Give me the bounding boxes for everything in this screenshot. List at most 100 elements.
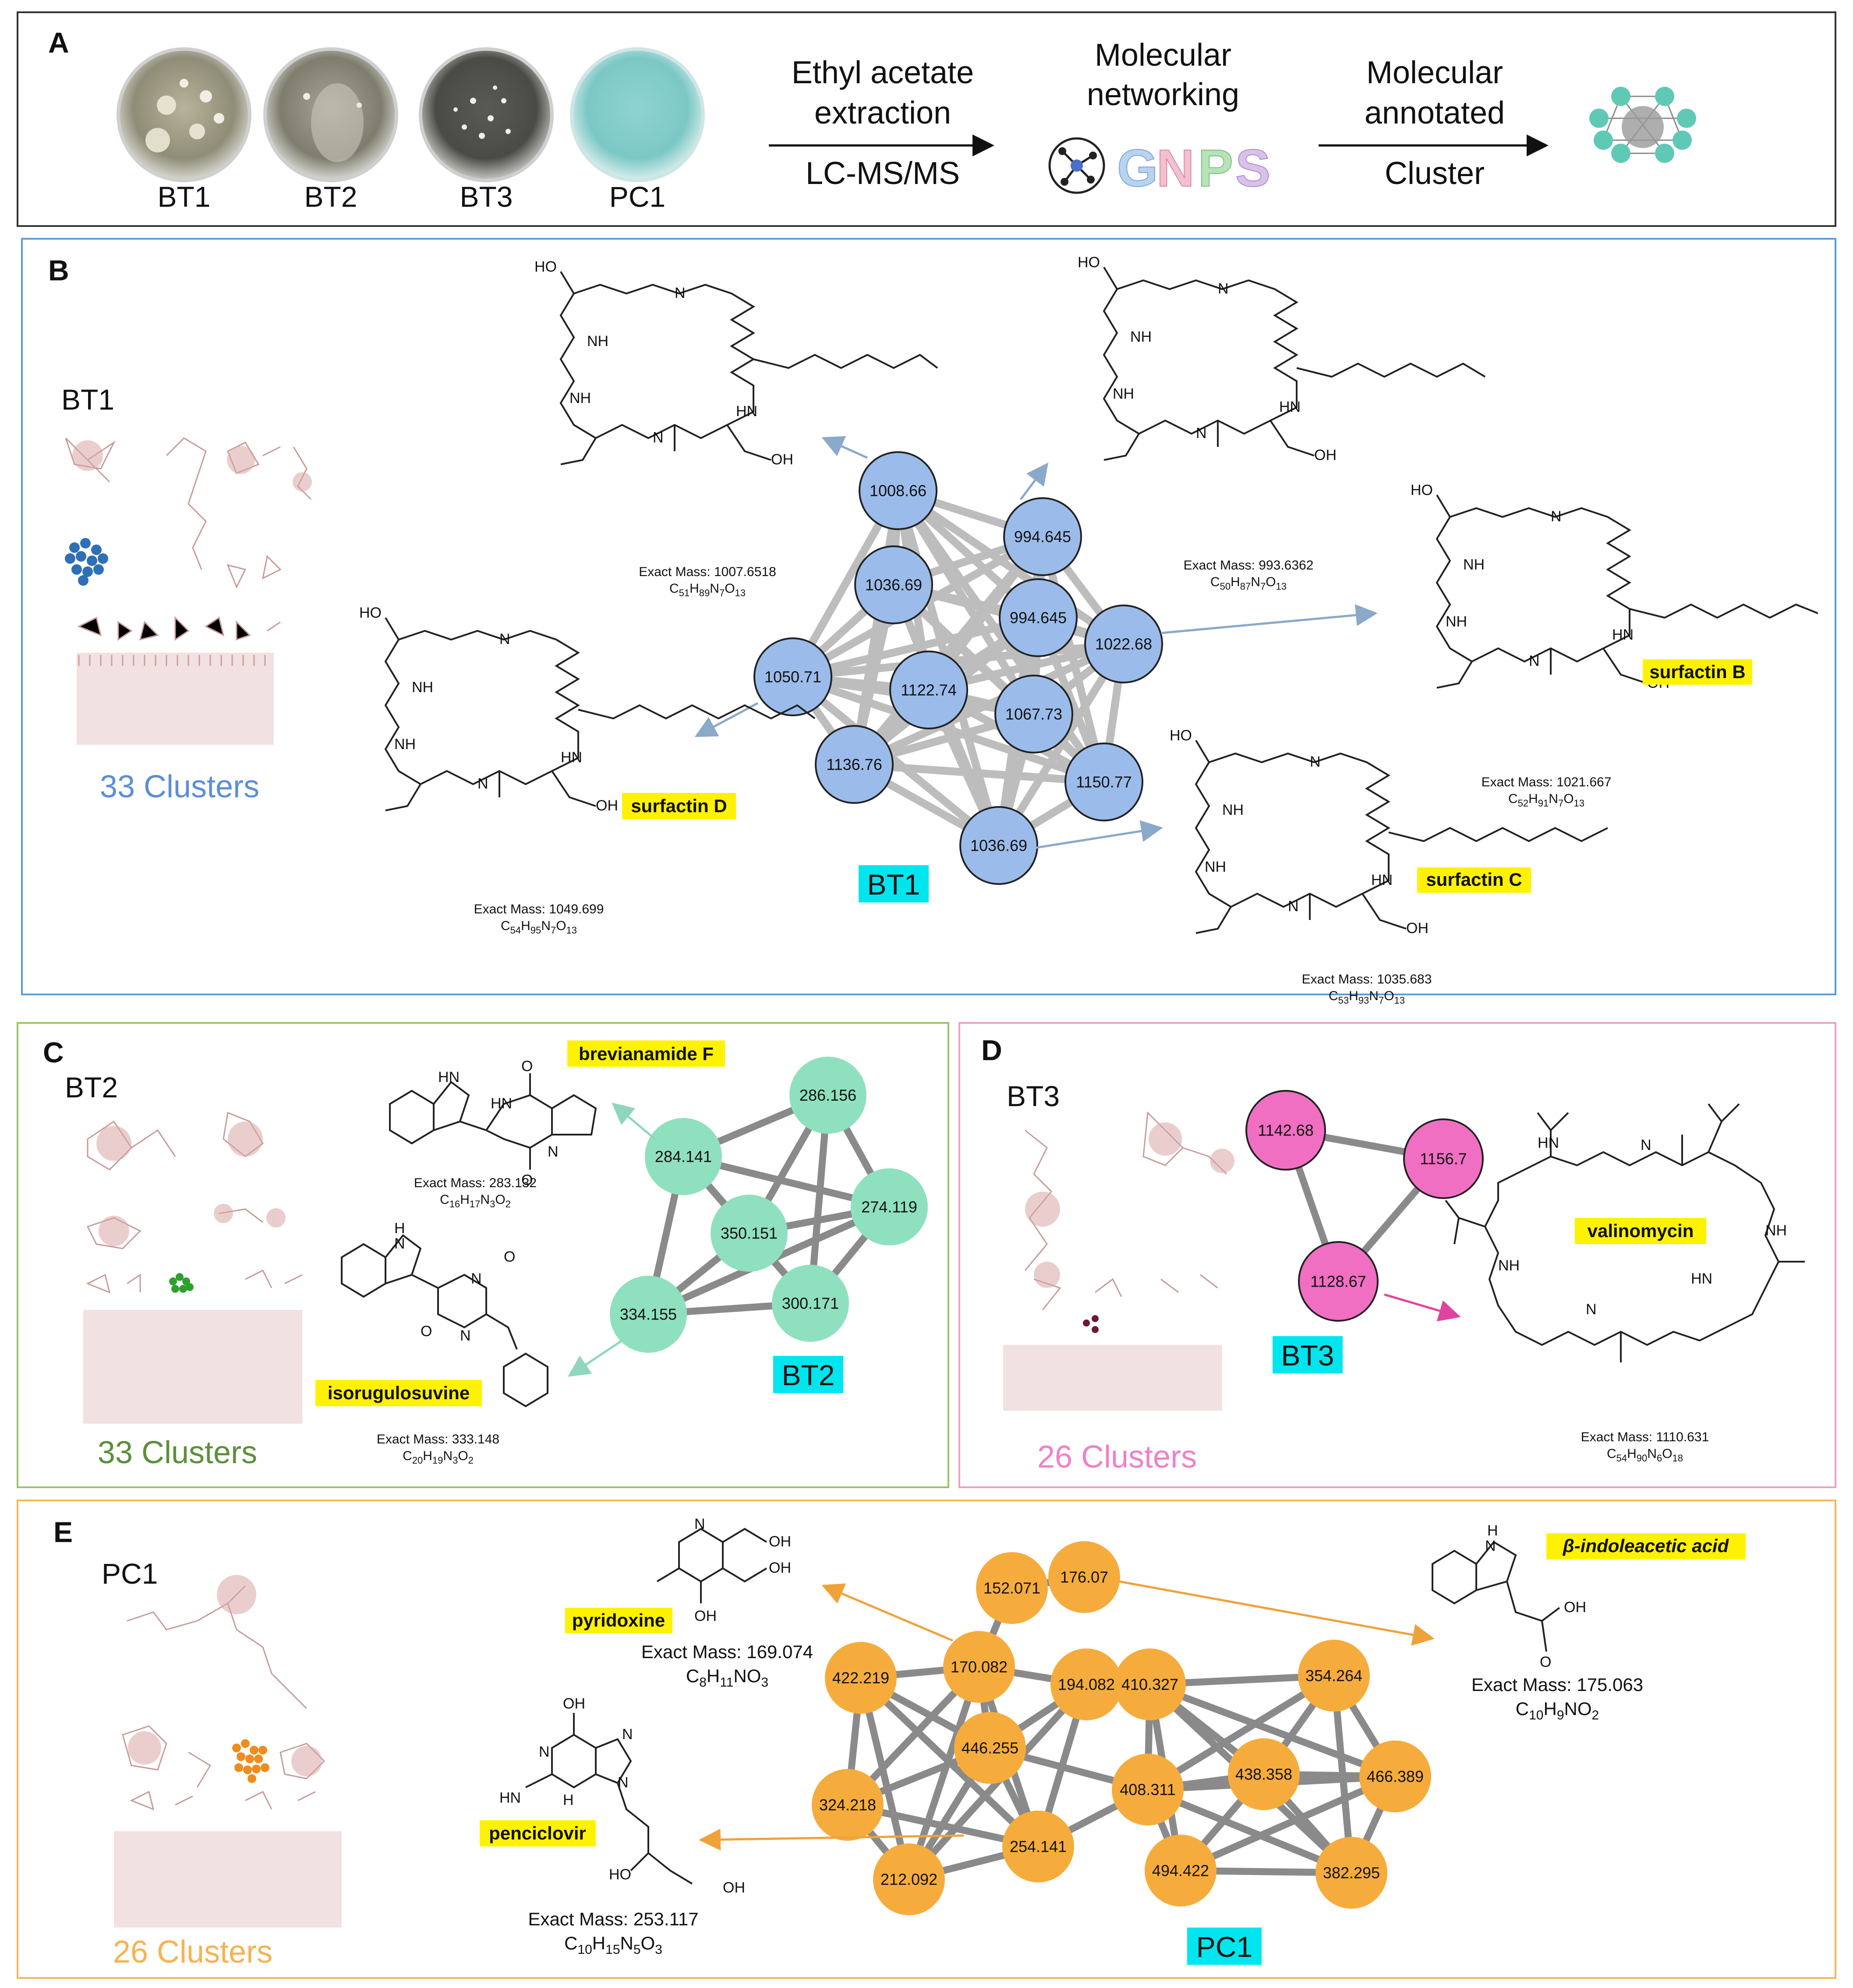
bt3-node-3[interactable] <box>1298 1241 1379 1322</box>
bt2-node-label: 284.141 <box>655 1148 712 1166</box>
svg-text:HN: HN <box>1691 1270 1712 1287</box>
bt1-node-11[interactable] <box>959 806 1038 885</box>
gnps-letter-n: N <box>1156 139 1195 198</box>
compound-5-mass: Exact Mass: 1035.683 <box>1302 972 1432 987</box>
svg-text:N: N <box>539 1744 550 1760</box>
pyridoxine-label: pyridoxine <box>572 1610 665 1631</box>
bt1-node-7[interactable] <box>889 651 968 729</box>
pc1-node-16[interactable] <box>1315 1837 1387 1909</box>
bt1-node-label: 1036.69 <box>970 837 1027 855</box>
pc1-node-label: 446.255 <box>962 1739 1018 1757</box>
svg-text:HN: HN <box>1612 626 1634 643</box>
petri-dish-bt1 <box>117 47 251 182</box>
bt1-node-6[interactable] <box>753 637 832 716</box>
bt2-global-network-thumbnail <box>83 1111 303 1424</box>
pc1-node-label: 170.082 <box>951 1658 1008 1676</box>
bt1-node-3[interactable] <box>854 545 933 624</box>
bt2-node-3[interactable] <box>851 1168 928 1245</box>
surfactin-b-label: surfactin B <box>1649 661 1745 682</box>
pc1-network-label: PC1 <box>1196 1931 1252 1963</box>
svg-text:HN: HN <box>499 1790 521 1806</box>
bt1-node-1[interactable] <box>859 451 937 530</box>
svg-text:HN: HN <box>491 1095 512 1112</box>
pc1-node-label: 438.358 <box>1235 1765 1292 1783</box>
valinomycin-formula: C54H90N6O18 <box>1607 1447 1683 1464</box>
svg-text:N: N <box>477 775 488 792</box>
arrow-to-structure-2 <box>1020 463 1048 500</box>
pc1-node-6[interactable] <box>954 1712 1026 1784</box>
bt1-node-10[interactable] <box>1064 743 1143 821</box>
pc1-node-label: 466.389 <box>1367 1768 1424 1786</box>
svg-text:OH: OH <box>771 451 793 468</box>
bt1-node-labels: 1008.66 994.645 1036.69 994.645 1022.68 … <box>764 482 1152 855</box>
step-networking-line1: Molecular <box>1095 38 1231 73</box>
bt1-node-label: 1067.73 <box>1005 705 1062 723</box>
bt1-node-label: 1008.66 <box>870 482 926 500</box>
pc1-node-11[interactable] <box>1298 1640 1370 1712</box>
pc1-node-13[interactable] <box>1228 1738 1300 1810</box>
bt2-node-4[interactable] <box>711 1195 788 1272</box>
bt2-node-5[interactable] <box>610 1276 687 1353</box>
bt2-node-label: 300.171 <box>782 1295 839 1312</box>
brevianamide-mass: Exact Mass: 283.132 <box>414 1176 537 1190</box>
pc1-node-10[interactable] <box>1114 1648 1186 1720</box>
pc1-node-15[interactable] <box>1145 1835 1216 1907</box>
svg-text:HN: HN <box>1279 399 1301 415</box>
panel-a: A BT1 BT2 BT3 PC1 Ethyl acetate extracti… <box>17 11 1836 227</box>
bt1-node-2[interactable] <box>1003 497 1082 576</box>
surfactin-c-highlight <box>1417 867 1531 893</box>
pc1-node-14[interactable] <box>1359 1740 1431 1812</box>
svg-text:N: N <box>499 631 510 647</box>
pc1-node-8[interactable] <box>1002 1811 1074 1882</box>
valinomycin-mass: Exact Mass: 1110.631 <box>1581 1430 1709 1444</box>
pc1-node-5[interactable] <box>1050 1648 1122 1720</box>
bt1-node-4[interactable] <box>999 578 1078 657</box>
bt2-network-nodes <box>610 1057 928 1353</box>
panel-b-sample: BT1 <box>61 383 114 416</box>
bt1-node-9[interactable] <box>815 725 894 804</box>
bt1-node-label: 1150.77 <box>1076 773 1132 791</box>
pc1-node-2[interactable] <box>1048 1541 1120 1613</box>
valinomycin-label: valinomycin <box>1588 1220 1694 1241</box>
pc1-node-label: 422.219 <box>832 1669 889 1687</box>
compound-2-mass: Exact Mass: 993.6362 <box>1184 558 1314 573</box>
pc1-node-12[interactable] <box>1112 1754 1184 1825</box>
pc1-node-3[interactable] <box>825 1642 897 1714</box>
svg-text:NH: NH <box>587 333 608 350</box>
svg-text:NH: NH <box>1113 386 1134 402</box>
bt3-node-1[interactable] <box>1245 1090 1326 1171</box>
panel-c-letter: C <box>43 1036 64 1068</box>
arrow-to-surfactin-d <box>694 702 759 737</box>
bt1-node-5[interactable] <box>1084 605 1163 683</box>
pc1-node-label: 212.092 <box>881 1871 937 1889</box>
compound-1-mass: Exact Mass: 1007.6518 <box>639 565 776 579</box>
svg-text:O: O <box>521 1058 533 1075</box>
svg-text:N: N <box>1196 425 1207 442</box>
bt2-node-1[interactable] <box>789 1057 866 1134</box>
bt1-node-8[interactable] <box>994 675 1073 753</box>
bt3-network-nodes <box>1245 1090 1484 1322</box>
svg-text:N: N <box>1641 1137 1651 1153</box>
svg-text:HO: HO <box>1411 482 1433 499</box>
pc1-node-7[interactable] <box>812 1769 884 1841</box>
bt3-node-2[interactable] <box>1403 1118 1484 1199</box>
svg-text:N: N <box>1529 653 1540 669</box>
pc1-node-9[interactable] <box>873 1843 945 1915</box>
step-cluster: Cluster <box>1385 156 1485 191</box>
brevianamide-formula: C16H17N3O2 <box>440 1192 511 1210</box>
bt2-node-2[interactable] <box>645 1118 722 1195</box>
pc1-node-4[interactable] <box>943 1631 1015 1703</box>
annotated-cluster-icon <box>1589 87 1696 163</box>
svg-text:HO: HO <box>1170 727 1192 744</box>
step-annotated-line2: annotated <box>1365 96 1505 131</box>
bt2-node-6[interactable] <box>772 1265 849 1342</box>
panel-c-border <box>17 1022 949 1488</box>
panel-e-letter: E <box>53 1516 73 1548</box>
panel-e-border <box>17 1500 1836 1979</box>
svg-text:OH: OH <box>769 1560 791 1576</box>
pc1-node-1[interactable] <box>976 1552 1048 1624</box>
svg-text:OH: OH <box>1406 920 1429 937</box>
svg-text:HN: HN <box>561 749 582 766</box>
compound-3-mass: Exact Mass: 1021.667 <box>1482 775 1612 789</box>
